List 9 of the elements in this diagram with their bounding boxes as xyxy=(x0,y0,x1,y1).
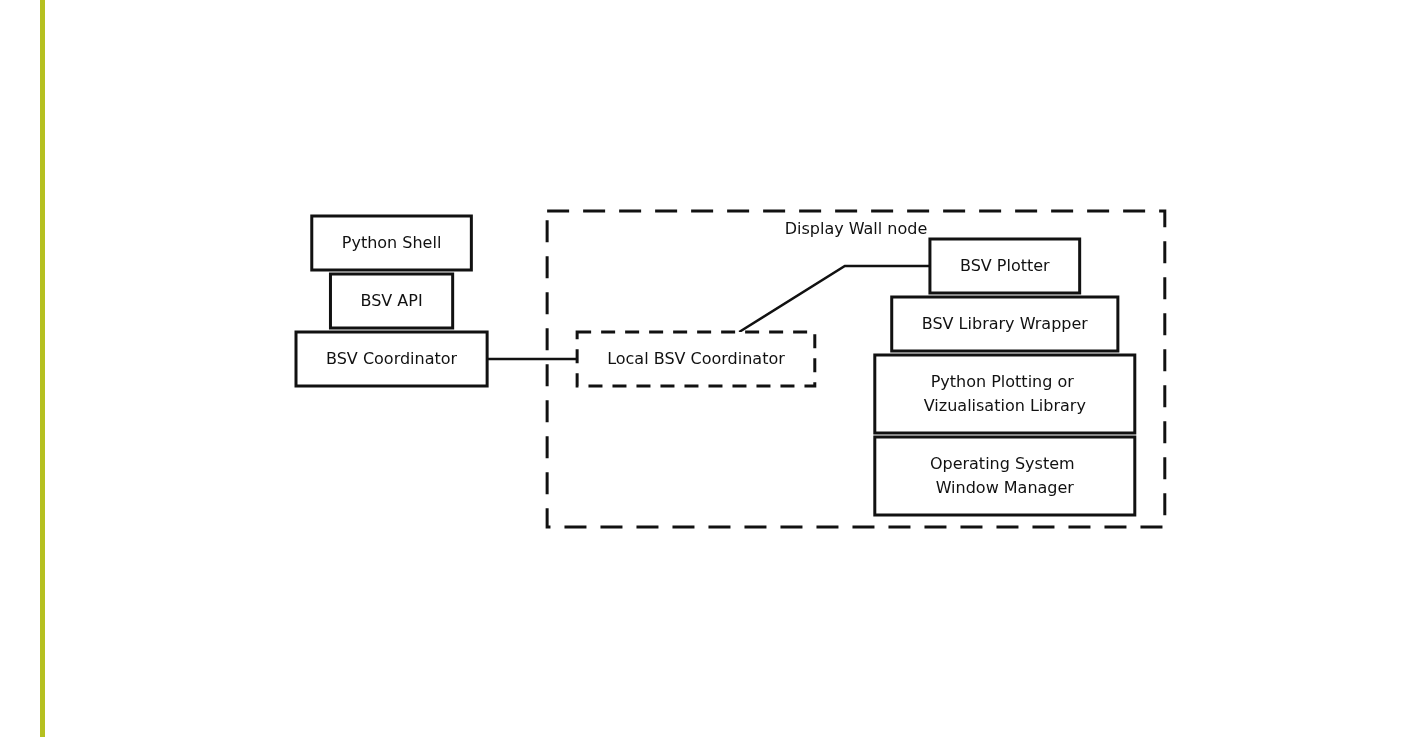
node-box: BSV Library Wrapper xyxy=(889,295,1119,352)
connector xyxy=(486,357,577,360)
node-box: BSV API xyxy=(328,272,454,329)
node-box: BSV Coordinator xyxy=(294,330,489,387)
node-box: Python Shell xyxy=(309,214,473,271)
node-box: BSV Plotter xyxy=(928,237,1081,294)
node-box: Operating System Window Manager xyxy=(872,435,1136,516)
node-box: Local BSV Coordinator xyxy=(575,330,816,387)
node-box: Python Plotting or Vizualisation Library xyxy=(872,353,1136,434)
